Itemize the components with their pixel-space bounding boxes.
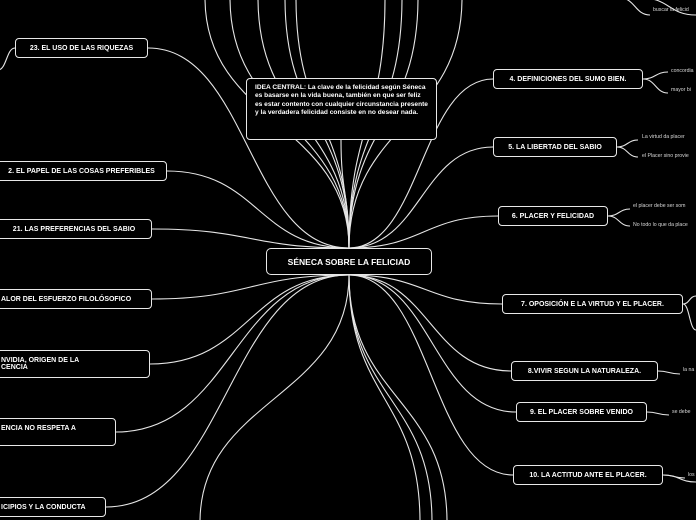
subtopic-virtud-placer[interactable]: La virtud da placer xyxy=(642,134,685,140)
topic-label-envidia-2: CENCIA xyxy=(1,364,28,371)
edge-topic-valor xyxy=(151,274,350,300)
edge-topic-8 xyxy=(348,274,512,372)
topic-node-10[interactable]: 10. LA ACTITUD ANTE EL PLACER. xyxy=(513,465,663,485)
central-topic-node[interactable]: SÉNECA SOBRE LA FELICIAD xyxy=(266,248,432,275)
topic-label-8: 8.VIVIR SEGUN LA NATURALEZA. xyxy=(527,367,642,375)
edge-topic-principios xyxy=(105,274,350,508)
edge-sub-buscar xyxy=(626,0,651,16)
edge-sub-concordia xyxy=(642,71,669,80)
topic-label-23: 23. EL USO DE LAS RIQUEZAS xyxy=(29,44,134,52)
edge-sub-sedebe xyxy=(646,411,670,416)
edge-sub-naturaleza xyxy=(657,370,681,375)
topic-label-6: 6. PLACER Y FELICIDAD xyxy=(511,212,595,220)
idea-central-text: IDEA CENTRAL: La clave de la felicidad s… xyxy=(255,84,428,117)
edge-topic-6 xyxy=(348,215,499,249)
topic-label-9: 9. EL PLACER SOBRE VENIDO xyxy=(530,408,633,416)
subtopic-placer-sometido[interactable]: el placer debe ser som xyxy=(633,203,686,209)
topic-label-envidia-1: NVIDIA, ORIGEN DE LA xyxy=(1,357,80,364)
topic-node-7[interactable]: 7. OPOSICIÓN E LA VIRTUD Y EL PLACER. xyxy=(502,294,683,314)
edge-sub-los-2 xyxy=(662,474,696,483)
topic-node-9[interactable]: 9. EL PLACER SOBRE VENIDO xyxy=(516,402,647,422)
edge-sub-sometido xyxy=(607,208,631,217)
edge-topic-22 xyxy=(166,170,350,249)
edge-offscreen-bottom-1 xyxy=(348,274,421,520)
topic-label-5: 5. LA LIBERTAD DEL SABIO xyxy=(508,143,602,151)
edge-topic-10 xyxy=(348,274,514,476)
edge-topic-21 xyxy=(151,228,350,249)
topic-label-7: 7. OPOSICIÓN E LA VIRTUD Y EL PLACER. xyxy=(521,300,664,308)
edge-topic-respeta xyxy=(115,274,350,433)
topic-label-principios: ICIPIOS Y LA CONDUCTA xyxy=(1,503,86,511)
subtopic-concordia[interactable]: concordia xyxy=(671,68,694,74)
edge-topic-9 xyxy=(348,274,517,413)
topic-node-6[interactable]: 6. PLACER Y FELICIDAD xyxy=(498,206,608,226)
topic-node-21[interactable]: 21. LAS PREFERENCIAS DEL SABIO xyxy=(0,219,152,239)
topic-node-8[interactable]: 8.VIVIR SEGUN LA NATURALEZA. xyxy=(511,361,658,381)
topic-label-21: 21. LAS PREFERENCIAS DEL SABIO xyxy=(12,225,136,233)
topic-node-5[interactable]: 5. LA LIBERTAD DEL SABIO xyxy=(493,137,617,157)
topic-label-22: 2. EL PAPEL DE LAS COSAS PREFERIBLES xyxy=(8,167,155,175)
edge-topic-7 xyxy=(348,274,503,305)
topic-label-valor-esfuerzo: ALOR DEL ESFUERZO FILOLÓSOFICO xyxy=(1,295,132,303)
topic-node-valor-esfuerzo[interactable]: ALOR DEL ESFUERZO FILOLÓSOFICO xyxy=(0,289,152,309)
edge-sub-23 xyxy=(0,47,16,70)
edge-offscreen-bottom-2 xyxy=(348,274,433,520)
subtopic-no-todo-placer[interactable]: No todo lo que da place xyxy=(633,222,688,228)
edge-sub-7a xyxy=(682,295,696,305)
edge-sub-mayor xyxy=(642,78,669,94)
edge-sub-notodo xyxy=(607,215,631,227)
subtopic-placer-proviene[interactable]: el Placer sino provie xyxy=(642,153,689,159)
topic-node-principios[interactable]: ICIPIOS Y LA CONDUCTA xyxy=(0,497,106,517)
central-topic-label: SÉNECA SOBRE LA FELICIAD xyxy=(287,256,411,267)
topic-node-4[interactable]: 4. DEFINICIONES DEL SUMO BIEN. xyxy=(493,69,643,89)
edge-sub-7b xyxy=(682,303,696,331)
subtopic-los[interactable]: los xyxy=(688,472,695,478)
edge-offscreen-bottom-3 xyxy=(348,274,448,520)
topic-node-no-respeta[interactable]: ENCIA NO RESPETA A xyxy=(0,418,116,446)
edge-topic-5 xyxy=(348,146,494,249)
edge-topic-23 xyxy=(147,47,350,249)
subtopic-se-debe[interactable]: se debe xyxy=(672,409,691,415)
topic-node-22[interactable]: 2. EL PAPEL DE LAS COSAS PREFERIBLES xyxy=(0,161,167,181)
topic-node-envidia[interactable]: NVIDIA, ORIGEN DE LA CENCIA xyxy=(0,350,150,378)
topic-label-no-respeta: ENCIA NO RESPETA A xyxy=(1,424,76,432)
topic-node-23[interactable]: 23. EL USO DE LAS RIQUEZAS xyxy=(15,38,148,58)
topic-label-4: 4. DEFINICIONES DEL SUMO BIEN. xyxy=(509,75,627,83)
subtopic-naturaleza[interactable]: la na xyxy=(683,367,695,373)
subtopic-buscar-felicidad[interactable]: buscar la felicid xyxy=(653,7,689,13)
edge-topic-envidia xyxy=(149,274,350,365)
edge-sub-buscar-2 xyxy=(653,0,696,16)
edge-topic-4 xyxy=(348,78,494,249)
subtopic-mayor-bien[interactable]: mayor bi xyxy=(671,87,691,93)
edge-offscreen-bottom-0 xyxy=(199,274,350,520)
idea-central-node[interactable]: IDEA CENTRAL: La clave de la felicidad s… xyxy=(246,78,437,140)
edge-sub-virtud xyxy=(616,139,639,148)
topic-label-10: 10. LA ACTITUD ANTE EL PLACER. xyxy=(529,471,647,479)
edge-sub-proviene xyxy=(616,146,639,158)
